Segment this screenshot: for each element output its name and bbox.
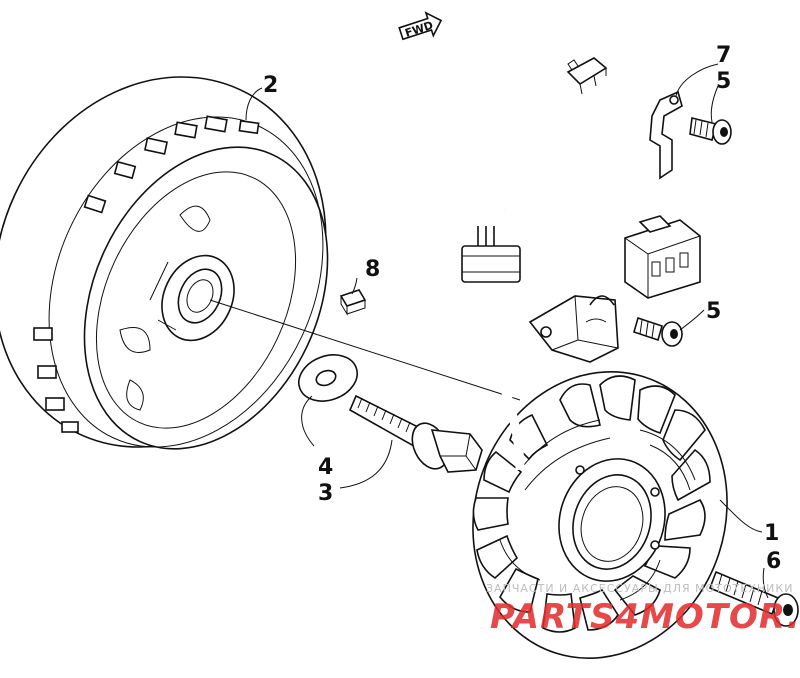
callout-8: 8 — [365, 257, 380, 282]
callout-5-upper: 5 — [716, 69, 731, 94]
flywheel-rotor — [0, 76, 329, 450]
woodruff-key — [339, 289, 367, 316]
fwd-label: FWD — [403, 19, 434, 40]
rim-slots — [33, 115, 260, 433]
flywheel-bolt — [348, 394, 483, 473]
washer — [298, 354, 358, 402]
assembly-axis-line — [209, 299, 521, 401]
callout-5-lower: 5 — [706, 299, 721, 324]
screw-upper — [689, 117, 732, 145]
watermark-logo: PARTS4MOTOR.RU — [490, 597, 800, 637]
callout-2: 2 — [263, 73, 278, 98]
pulser-coil — [528, 295, 619, 363]
wire-coupler — [624, 215, 701, 299]
callout-numbers: 2 8 4 3 7 5 5 1 6 — [263, 43, 781, 574]
forward-direction-marker: FWD — [398, 11, 443, 41]
callout-6: 6 — [766, 549, 781, 574]
watermark-tagline: ЗАПЧАСТИ И АКСЕССУАРЫ ДЛЯ МОТОТЕХНИКИ — [486, 582, 793, 595]
callout-leaders — [245, 63, 769, 599]
harness-grommet — [461, 226, 521, 283]
wire-harness — [433, 75, 626, 471]
callout-7: 7 — [716, 43, 731, 68]
stator-assembly — [472, 370, 728, 660]
stator-screw — [708, 570, 799, 627]
wire-connector-small — [566, 57, 608, 95]
screw-lower — [633, 316, 683, 347]
stator-coils — [472, 375, 711, 633]
wire-bracket — [649, 90, 683, 180]
callout-4: 4 — [318, 455, 333, 480]
watermark: ЗАПЧАСТИ И АКСЕССУАРЫ ДЛЯ МОТОТЕХНИКИ PA… — [486, 582, 800, 637]
callout-3: 3 — [318, 481, 333, 506]
callout-1: 1 — [764, 521, 779, 546]
